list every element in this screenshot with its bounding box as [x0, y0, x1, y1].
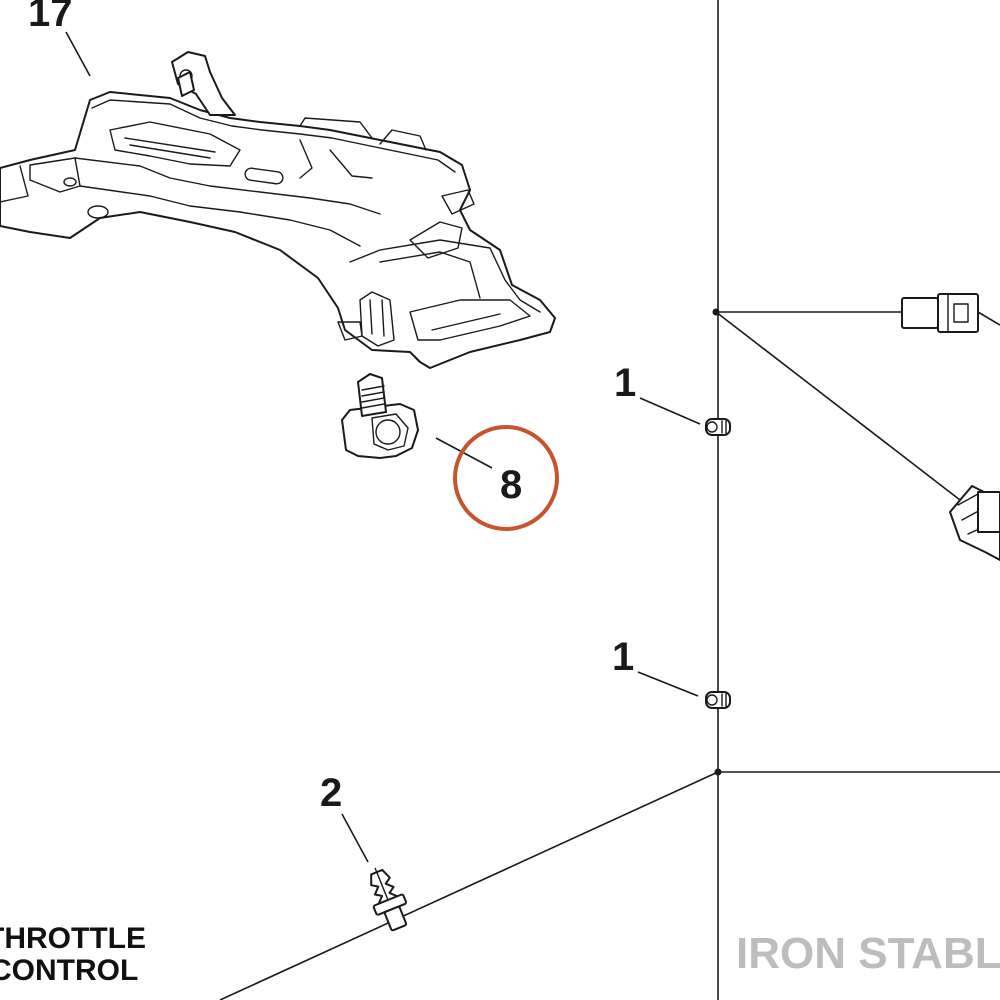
- clip-upper: [705, 418, 731, 436]
- throttle-bracket-assembly: [0, 51, 556, 369]
- junction-dot-lower: [714, 768, 722, 776]
- callout-8[interactable]: 8: [500, 463, 522, 507]
- push-clip: [370, 867, 408, 932]
- callout-2[interactable]: 2: [320, 771, 342, 815]
- section-label-line1: THROTTLE: [0, 922, 146, 955]
- harness-clamp: [341, 373, 419, 459]
- leader-1-lower: [637, 671, 699, 697]
- brand-watermark: IRON STABLE: [736, 929, 1000, 978]
- callout-17[interactable]: 17: [28, 0, 73, 35]
- callout-1-lower[interactable]: 1: [612, 635, 634, 679]
- wiring-harness: [219, 0, 1000, 1000]
- leader-17: [65, 31, 91, 77]
- callout-1-upper[interactable]: 1: [614, 361, 636, 405]
- harness-branch-diagonal: [715, 311, 961, 501]
- highlight-ring: [453, 425, 559, 531]
- leader-8: [435, 437, 493, 469]
- harness-connector-tail: [977, 311, 1000, 326]
- harness-connector: [901, 293, 979, 333]
- leader-2: [341, 813, 369, 863]
- leader-1-upper: [639, 397, 701, 425]
- harness-connector-diagonal: [949, 485, 1000, 561]
- clip-lower: [705, 691, 731, 709]
- section-label-line2: CONTROL: [0, 954, 138, 987]
- harness-branch-lower-left: [219, 771, 719, 1000]
- junction-dot-upper: [712, 308, 720, 316]
